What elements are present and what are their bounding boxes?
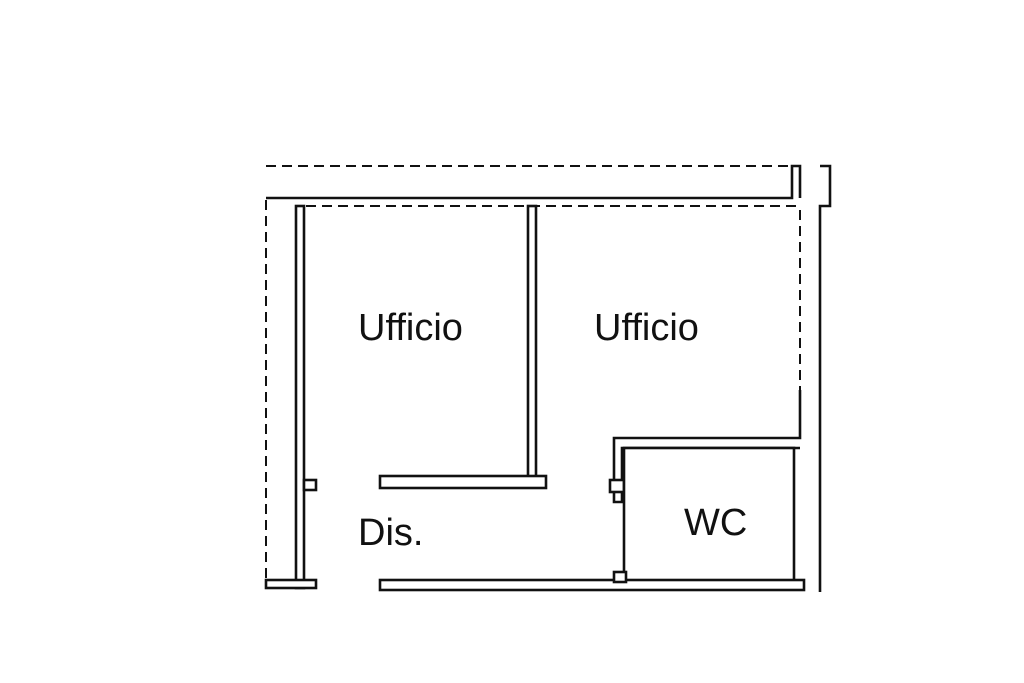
left-wall-bottom-cap [264, 578, 318, 590]
wc-enclosure [622, 446, 796, 586]
wc-door-stop [608, 478, 626, 494]
partition-wall-right-office [612, 390, 802, 504]
partition-wall-office-bottom [378, 474, 548, 490]
bottom-wall-stub [612, 570, 628, 584]
room-label-corridor: Dis. [358, 512, 423, 554]
dashed-boundary [265, 165, 801, 588]
left-wall-door-stop [302, 478, 318, 492]
room-label-bathroom: WC [684, 502, 747, 544]
bottom-wall [378, 578, 806, 592]
room-label-office-left: Ufficio [358, 307, 463, 349]
room-label-office-right: Ufficio [594, 307, 699, 349]
top-wall [266, 164, 832, 592]
partition-wall-offices [526, 204, 538, 486]
left-wall [294, 204, 306, 590]
